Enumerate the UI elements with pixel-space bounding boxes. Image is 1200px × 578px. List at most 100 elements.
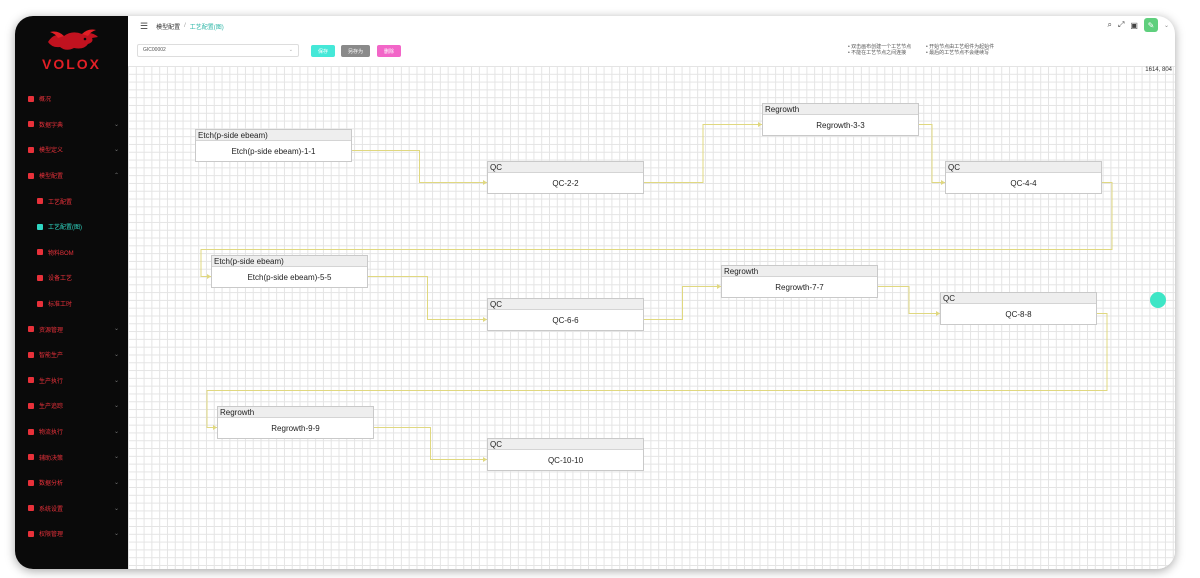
process-node[interactable]: Etch(p-side ebeam) Etch(p-side ebeam)-5-5 [211, 255, 368, 288]
sidebar-item[interactable]: 工艺配置(图) [15, 214, 128, 240]
sidebar-item[interactable]: 工艺配置 [15, 188, 128, 214]
process-node-header: QC [946, 162, 1101, 173]
save-as-button[interactable]: 另存为 [341, 45, 370, 57]
chevron-icon: ⌄ [113, 121, 119, 128]
link-arrow [483, 317, 487, 322]
canvas-coordinates: 1614, 804 [1145, 67, 1172, 73]
logo-text: VOLOX [41, 56, 101, 72]
menu-item-icon [28, 351, 34, 358]
sidebar-item-label: 模型配置 [39, 174, 64, 181]
process-node[interactable]: QC QC-8-8 [940, 292, 1097, 325]
language-icon[interactable]: ▣ [1130, 20, 1138, 30]
chevron-icon: ⌄ [113, 454, 119, 461]
process-node-label: Etch(p-side ebeam)-5-5 [247, 273, 332, 282]
node-link [374, 427, 487, 460]
menu-toggle-icon[interactable]: ☰ [140, 20, 149, 31]
sidebar-item[interactable]: 系统设置⌄ [15, 496, 128, 522]
menu-item-icon [28, 454, 34, 461]
avatar[interactable]: ✎ [1143, 18, 1158, 32]
menu-item-icon [28, 377, 34, 384]
sidebar-item[interactable]: 数据分析⌄ [15, 470, 128, 496]
chevron-icon: ⌃ [113, 172, 119, 179]
process-node-header: Etch(p-side ebeam) [212, 256, 367, 267]
chevron-icon: ⌄ [113, 403, 119, 410]
menu-item-icon [28, 146, 34, 153]
flow-canvas[interactable]: Etch(p-side ebeam)Etch(p-side ebeam)-1-1… [128, 66, 1175, 569]
link-arrow [758, 122, 762, 127]
sidebar: VOLOX 概况数据字典⌄模型定义⌄ 模型配置 ⌃ 工艺配置工艺配置(图) 物料BOM 设… [15, 16, 128, 569]
process-node[interactable]: Etch(p-side ebeam)Etch(p-side ebeam)-1-1 [195, 129, 352, 162]
chevron-icon: ⌄ [113, 479, 119, 486]
add-node-button[interactable] [1150, 292, 1166, 308]
sidebar-item[interactable]: 物料BOM [15, 240, 128, 266]
sidebar-item[interactable]: 智能生产⌄ [15, 342, 128, 368]
fullscreen-icon[interactable]: ⤢ [1118, 20, 1125, 29]
hints-right: • 开始节点由工艺组件为起始件 • 最后的工艺节点不会继续写 [926, 44, 994, 56]
menu-item-icon [37, 249, 43, 256]
sidebar-item[interactable]: 模型定义⌄ [15, 137, 128, 163]
sidebar-item-label: 辅助决策 [39, 455, 64, 462]
process-select[interactable]: GIC00002 ⌄ [137, 44, 299, 57]
node-link [352, 150, 487, 183]
save-button[interactable]: 保存 [311, 45, 335, 57]
process-node-label: QC-2-2 [552, 179, 579, 188]
chevron-down-icon: ⌄ [288, 47, 293, 53]
sidebar-item[interactable]: 物流执行 ⌄ [15, 419, 128, 445]
bull-logo-icon [47, 29, 98, 50]
process-node-label: QC-10-10 [547, 456, 584, 465]
sidebar-item[interactable]: 概况 [15, 86, 128, 112]
sidebar-item[interactable]: 权限管理⌄ [15, 521, 128, 547]
sidebar-item[interactable]: 标准工时 [15, 291, 128, 317]
process-node-header: QC [941, 293, 1096, 304]
hints-left: • 双击画布创建一个工艺节点 • 不能在工艺节点之间连接 [848, 44, 911, 56]
node-link [878, 286, 940, 314]
node-link [368, 276, 487, 320]
sidebar-item-label: 物料BOM [48, 250, 74, 257]
menu-item-icon [28, 121, 34, 128]
process-node-header: QC [488, 162, 643, 173]
sidebar-item[interactable]: 模型配置 ⌃ [15, 163, 128, 189]
sidebar-menu: 概况数据字典⌄模型定义⌄ 模型配置 ⌃ 工艺配置工艺配置(图) 物料BOM 设备工艺标准工… [15, 86, 128, 547]
menu-item-icon [37, 274, 43, 281]
link-arrow [483, 457, 487, 462]
sidebar-item-label: 标准工时 [48, 302, 73, 309]
chevron-icon: ⌄ [113, 428, 119, 435]
sidebar-item[interactable]: 生产追踪 ⌄ [15, 393, 128, 419]
search-icon[interactable]: ⌕ [1107, 20, 1112, 29]
hint-text: • 开始节点由工艺组件为起始件 [926, 44, 995, 50]
delete-button[interactable]: 删除 [377, 45, 401, 57]
sidebar-item[interactable]: 设备工艺 [15, 265, 128, 291]
link-layer [200, 122, 1113, 462]
sidebar-item-label: 资源管理 [39, 327, 64, 334]
sidebar-item[interactable]: 辅助决策 ⌄ [15, 444, 128, 470]
sidebar-item[interactable]: 资源管理 ⌄ [15, 316, 128, 342]
chevron-icon: ⌄ [113, 326, 119, 333]
menu-item-icon [37, 198, 43, 205]
process-select-value: GIC00002 [143, 47, 166, 53]
breadcrumb-item-parent[interactable]: 模型配置 [156, 24, 181, 31]
chevron-down-icon[interactable]: ⌄ [1163, 22, 1169, 29]
sidebar-item[interactable]: 数据字典⌄ [15, 112, 128, 138]
process-node-label: QC-8-8 [1005, 310, 1032, 319]
sidebar-item-label: 物流执行 [39, 430, 64, 437]
process-node-label: QC-4-4 [1010, 179, 1037, 188]
menu-item-icon [28, 505, 34, 512]
node-link [644, 124, 762, 183]
top-icons: ⌕ ⤢ ▣ ✎ ⌄ [1108, 18, 1169, 32]
breadcrumb-item-current: 工艺配置(图) [189, 24, 224, 31]
process-node[interactable]: QC QC-2-2 [487, 161, 644, 194]
menu-item-icon [37, 300, 43, 307]
link-arrow [207, 274, 211, 279]
sidebar-item-label: 生产追踪 [39, 404, 64, 411]
sidebar-item-label: 概况 [39, 97, 52, 104]
link-arrow [483, 180, 487, 185]
sidebar-item[interactable]: 生产执行⌄ [15, 368, 128, 394]
hint-text: • 最后的工艺节点不会继续写 [926, 50, 990, 56]
process-node[interactable]: QC QC-4-4 [945, 161, 1102, 194]
menu-item-icon [28, 402, 34, 409]
